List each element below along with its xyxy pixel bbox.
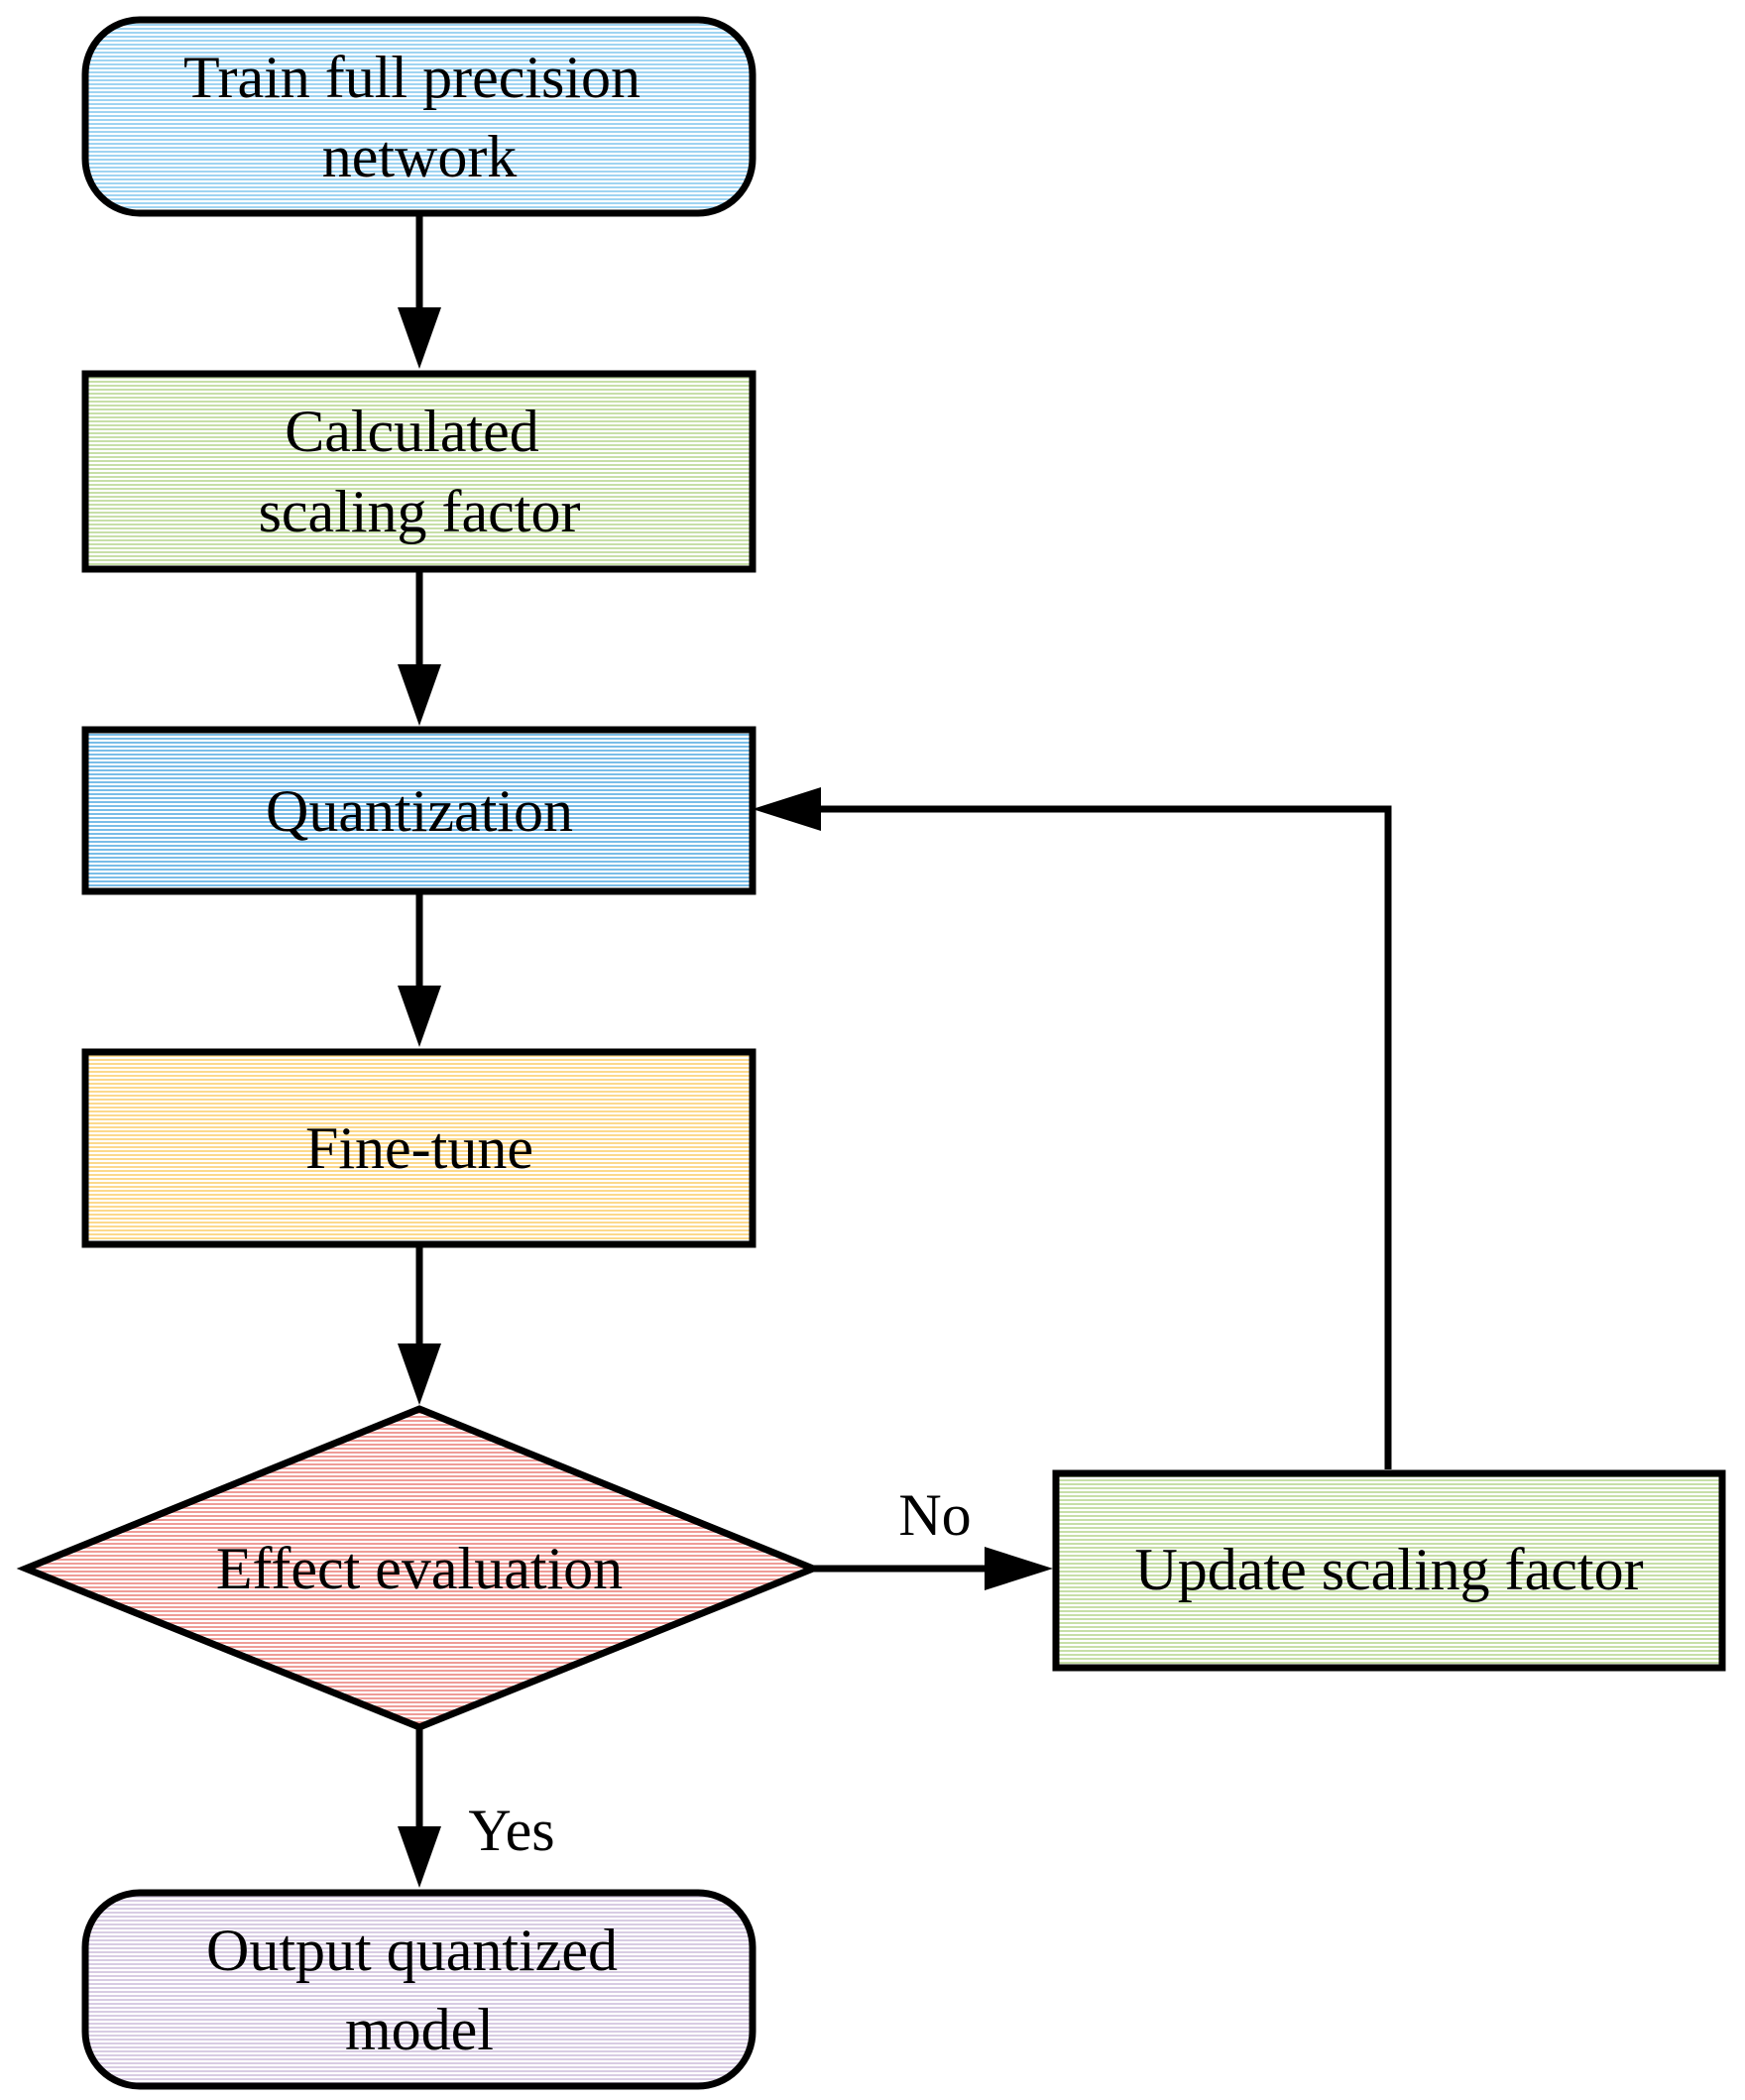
no-label: No xyxy=(898,1482,971,1548)
node-output-line-2: model xyxy=(345,1997,494,2062)
node-train-line-2: network xyxy=(322,124,518,189)
node-evaluation-shape xyxy=(16,1405,823,1731)
node-evaluation-line-1: Effect evaluation xyxy=(216,1536,623,1601)
node-calc-line-1: Calculated xyxy=(285,399,539,464)
node-output-label: Output quantized model xyxy=(206,1918,633,2062)
arrowhead-finetune-to-evaluation xyxy=(398,1343,441,1405)
arrowhead-evaluation-to-update xyxy=(985,1547,1053,1590)
node-update-line-1: Update scaling factor xyxy=(1134,1537,1643,1602)
node-output-line-1: Output quantized xyxy=(206,1918,618,1983)
node-calc-line-2: scaling factor xyxy=(259,479,581,544)
yes-label: Yes xyxy=(468,1798,554,1863)
node-update-label: Update scaling factor xyxy=(1134,1537,1643,1602)
arrowhead-evaluation-to-output xyxy=(398,1826,441,1888)
node-train-line-1: Train full precision xyxy=(183,45,640,110)
node-update: Update scaling factor xyxy=(1052,1469,1726,1672)
arrowhead-calc-to-quant xyxy=(398,664,441,726)
node-finetune: Fine-tune xyxy=(81,1048,756,1248)
node-quant-label: Quantization xyxy=(266,778,573,844)
node-train: Train full precision network xyxy=(81,16,756,217)
arrowhead-quant-to-finetune xyxy=(398,986,441,1047)
edge-update-to-quant xyxy=(813,805,1392,1469)
arrowhead-train-to-calc xyxy=(398,307,441,369)
node-finetune-line-1: Fine-tune xyxy=(305,1115,533,1181)
node-update-shape xyxy=(1052,1469,1726,1672)
node-output: Output quantized model xyxy=(81,1889,756,2090)
node-calc-shape xyxy=(81,370,756,573)
node-train-label: Train full precision network xyxy=(183,45,655,189)
node-calc-label: Calculated scaling factor xyxy=(259,399,581,544)
node-quant: Quantization xyxy=(81,726,756,895)
node-output-shape xyxy=(81,1889,756,2090)
node-finetune-shape xyxy=(81,1048,756,1248)
node-train-shape xyxy=(81,16,756,217)
node-evaluation-label: Effect evaluation xyxy=(216,1536,623,1601)
edges: No Yes xyxy=(398,213,1392,1888)
node-evaluation: Effect evaluation xyxy=(16,1405,823,1731)
arrowhead-update-to-quant xyxy=(753,787,821,831)
node-finetune-label: Fine-tune xyxy=(305,1115,533,1181)
node-quant-line-1: Quantization xyxy=(266,778,573,844)
node-calc: Calculated scaling factor xyxy=(81,370,756,573)
node-quant-shape xyxy=(81,726,756,895)
